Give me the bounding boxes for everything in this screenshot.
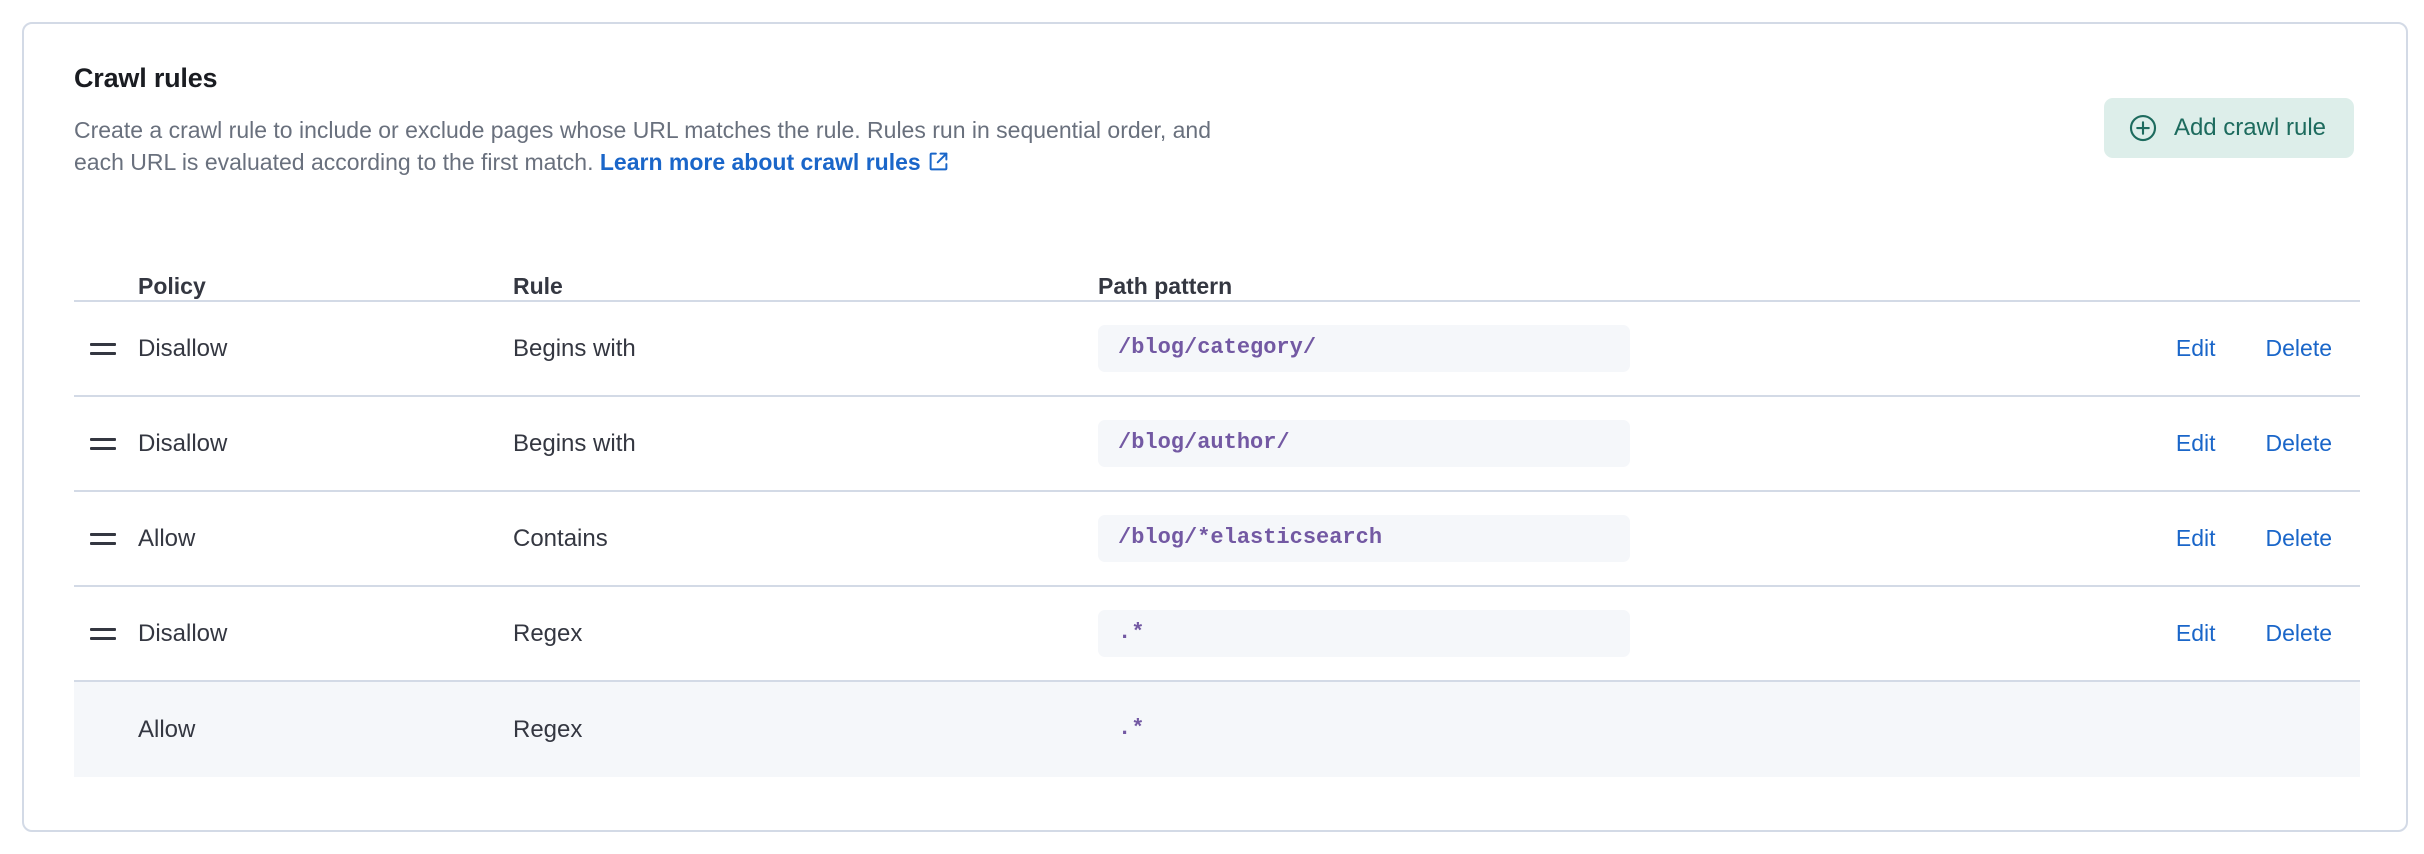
drag-handle-icon[interactable] xyxy=(90,627,116,640)
cell-rule: Begins with xyxy=(513,334,636,362)
drag-handle-cell xyxy=(74,437,138,450)
delete-link[interactable]: Delete xyxy=(2265,620,2332,646)
edit-link[interactable]: Edit xyxy=(2175,525,2216,551)
cell-path-pattern: .* xyxy=(1098,706,2060,753)
edit-link[interactable]: Edit xyxy=(2175,430,2216,456)
cell-policy: Allow xyxy=(138,524,196,552)
drag-handle-cell xyxy=(74,532,138,545)
edit-link[interactable]: Edit xyxy=(2175,335,2216,361)
cell-policy: Disallow xyxy=(138,619,228,647)
cell-actions: Edit Delete xyxy=(2060,430,2360,457)
edit-link[interactable]: Edit xyxy=(2175,620,2216,646)
path-pattern-code: /blog/category/ xyxy=(1098,325,1630,372)
drag-handle-cell xyxy=(74,342,138,355)
description-text: Create a crawl rule to include or exclud… xyxy=(74,116,1211,176)
cell-actions: Edit Delete xyxy=(2060,525,2360,552)
cell-rule: Contains xyxy=(513,524,608,552)
cell-actions: Edit Delete xyxy=(2060,620,2360,647)
cell-path-pattern: /blog/category/ xyxy=(1098,325,2060,372)
table-header-row: Policy Rule Path pattern xyxy=(74,256,2360,302)
cell-policy: Disallow xyxy=(138,429,228,457)
header-text-block: Crawl rules Create a crawl rule to inclu… xyxy=(74,62,1214,181)
table-row: Disallow Begins with/blog/category/Edit De… xyxy=(74,302,2360,397)
drag-handle-icon[interactable] xyxy=(90,532,116,545)
delete-link[interactable]: Delete xyxy=(2265,525,2332,551)
add-crawl-rule-label: Add crawl rule xyxy=(2173,114,2326,141)
table-row: Disallow Begins with/blog/author/Edit Dele… xyxy=(74,397,2360,492)
card-description: Create a crawl rule to include or exclud… xyxy=(74,114,1214,181)
table-row: Allow Contains/blog/*elasticsearch Edit Del… xyxy=(74,492,2360,587)
table-row: Disallow Regex .* Edit Delete xyxy=(74,587,2360,682)
path-pattern-code: .* xyxy=(1118,716,1145,742)
card-header: Crawl rules Create a crawl rule to inclu… xyxy=(24,24,2406,181)
learn-more-link[interactable]: Learn more about crawl rules xyxy=(600,149,949,175)
cell-policy: Allow xyxy=(138,715,196,743)
table-row: Allow Regex .* xyxy=(74,682,2360,777)
cell-path-pattern: /blog/*elasticsearch xyxy=(1098,515,2060,562)
cell-path-pattern: .* xyxy=(1098,610,2060,657)
column-header-policy: Policy xyxy=(138,273,206,299)
add-crawl-rule-button[interactable]: Add crawl rule xyxy=(2103,98,2354,158)
learn-more-label: Learn more about crawl rules xyxy=(599,149,921,176)
page-title: Crawl rules xyxy=(74,63,218,93)
cell-path-pattern: /blog/author/ xyxy=(1098,420,2060,467)
path-pattern-code: /blog/*elasticsearch xyxy=(1098,515,1630,562)
external-link-icon xyxy=(928,148,949,181)
column-header-path-pattern: Path pattern xyxy=(1098,273,1233,299)
cell-rule: Regex xyxy=(513,715,583,743)
cell-policy: Disallow xyxy=(138,334,228,362)
path-pattern-code: /blog/author/ xyxy=(1098,420,1630,467)
cell-rule: Begins with xyxy=(513,429,636,457)
cell-actions: Edit Delete xyxy=(2060,335,2360,362)
plus-in-circle-icon xyxy=(2128,113,2158,143)
column-header-rule: Rule xyxy=(513,273,563,299)
delete-link[interactable]: Delete xyxy=(2265,335,2332,361)
crawl-rules-card: Crawl rules Create a crawl rule to inclu… xyxy=(22,22,2408,832)
path-pattern-code: .* xyxy=(1098,610,1630,657)
drag-handle-icon[interactable] xyxy=(90,342,116,355)
drag-handle-cell xyxy=(74,627,138,640)
cell-rule: Regex xyxy=(513,619,583,647)
drag-handle-icon[interactable] xyxy=(90,437,116,450)
delete-link[interactable]: Delete xyxy=(2265,430,2332,456)
